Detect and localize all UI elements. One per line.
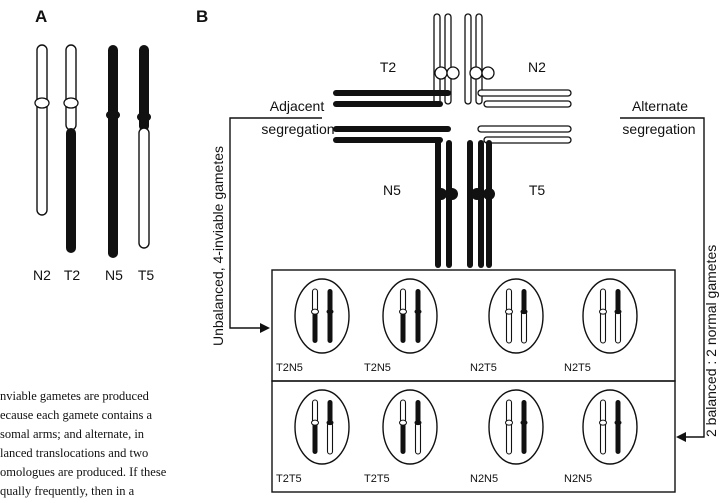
cross-label-n2: N2	[528, 59, 546, 75]
cross-right-arms	[477, 89, 572, 144]
gamete: N2N5	[564, 389, 638, 485]
gamete-oval	[488, 278, 544, 354]
gamete-chromosome-left	[505, 288, 513, 344]
cross-label-t2: T2	[380, 59, 397, 75]
adjacent-arrowhead-icon	[260, 323, 270, 333]
gamete-oval	[294, 278, 350, 354]
gamete-chromosome-right	[326, 400, 334, 455]
gamete-oval	[582, 278, 638, 354]
alternate-arrow	[620, 117, 705, 438]
gamete-chromosome-left	[505, 399, 513, 455]
cross-label-n5: N5	[383, 182, 401, 198]
alternate-label-line1: Alternate	[632, 98, 688, 114]
gamete-chromosome-left	[599, 288, 607, 344]
gamete-label: N2N5	[470, 473, 498, 485]
label-n5: N5	[105, 267, 123, 283]
gamete-chromosome-left	[311, 288, 319, 343]
gamete-label: T2N5	[276, 362, 303, 374]
gamete-chromosome-left	[311, 399, 319, 454]
panel-b: B	[196, 7, 719, 493]
gamete-oval	[294, 389, 350, 465]
gamete-oval	[488, 389, 544, 465]
gamete-chromosome-left	[399, 288, 407, 343]
gamete: N2T5	[564, 278, 638, 374]
gamete-label: T2T5	[276, 473, 302, 485]
gamete: T2T5	[364, 389, 438, 485]
caption-line: ecause each gamete contains a	[0, 408, 152, 422]
adjacent-arrow	[229, 117, 322, 329]
gamete-chromosome-right	[614, 289, 622, 344]
caption: nviable gametes are produced ecause each…	[0, 389, 167, 498]
gametes-box-bottom	[271, 380, 676, 493]
label-t5: T5	[138, 267, 155, 283]
unbalanced-label: Unbalanced, 4-inviable gametes	[210, 146, 226, 346]
panel-a-letter: A	[35, 7, 47, 26]
cross-left-arms	[333, 90, 451, 143]
cross-label-t5: T5	[529, 182, 546, 198]
gamete-label: N2T5	[470, 362, 497, 374]
panel-a-chromosome-n5	[106, 45, 120, 258]
gamete-oval	[382, 278, 438, 354]
label-t2: T2	[64, 267, 81, 283]
gamete-chromosome-right	[414, 289, 422, 343]
gamete-chromosome-right	[520, 289, 528, 344]
balanced-label: 2 balanced : 2 normal gametes	[703, 245, 719, 437]
panel-a-chromosome-n2	[34, 44, 50, 216]
gamete-chromosome-left	[599, 399, 607, 455]
gamete-oval	[582, 389, 638, 465]
caption-line: omologues are produced. If these	[0, 465, 167, 479]
gamete-label: T2N5	[364, 362, 391, 374]
caption-line: lanced translocations and two	[0, 446, 148, 460]
gamete-chromosome-right	[326, 289, 334, 343]
gamete: N2T5	[470, 278, 544, 374]
panel-a-chromosome-t5	[137, 45, 151, 249]
panel-a-chromosome-t2	[63, 44, 79, 253]
gamete-label: N2T5	[564, 362, 591, 374]
panel-a: A N2 T2 N5 T5	[33, 7, 154, 283]
gamete-chromosome-left	[399, 399, 407, 454]
gamete-chromosome-right	[414, 400, 422, 455]
label-n2: N2	[33, 267, 51, 283]
gamete-label: N2N5	[564, 473, 592, 485]
gamete: T2N5	[364, 278, 438, 374]
caption-line: qually frequently, then in a	[0, 484, 135, 498]
caption-line: somal arms; and alternate, in	[0, 427, 145, 441]
cross-bottom-arms	[435, 140, 495, 268]
panel-b-letter: B	[196, 7, 208, 26]
gamete: T2N5	[276, 278, 350, 374]
alternate-arrowhead-icon	[676, 432, 686, 442]
adjacent-label-line2: segregation	[261, 121, 334, 137]
gamete: T2T5	[276, 389, 350, 485]
gamete-chromosome-right	[520, 400, 528, 454]
alternate-label-line2: segregation	[622, 121, 695, 137]
gamete-chromosome-right	[614, 400, 622, 454]
gamete: N2N5	[470, 389, 544, 485]
gamete-label: T2T5	[364, 473, 390, 485]
cross-top-arms	[433, 13, 495, 105]
gamete-oval	[382, 389, 438, 465]
caption-line: nviable gametes are produced	[0, 389, 150, 403]
adjacent-label-line1: Adjacent	[270, 98, 325, 114]
